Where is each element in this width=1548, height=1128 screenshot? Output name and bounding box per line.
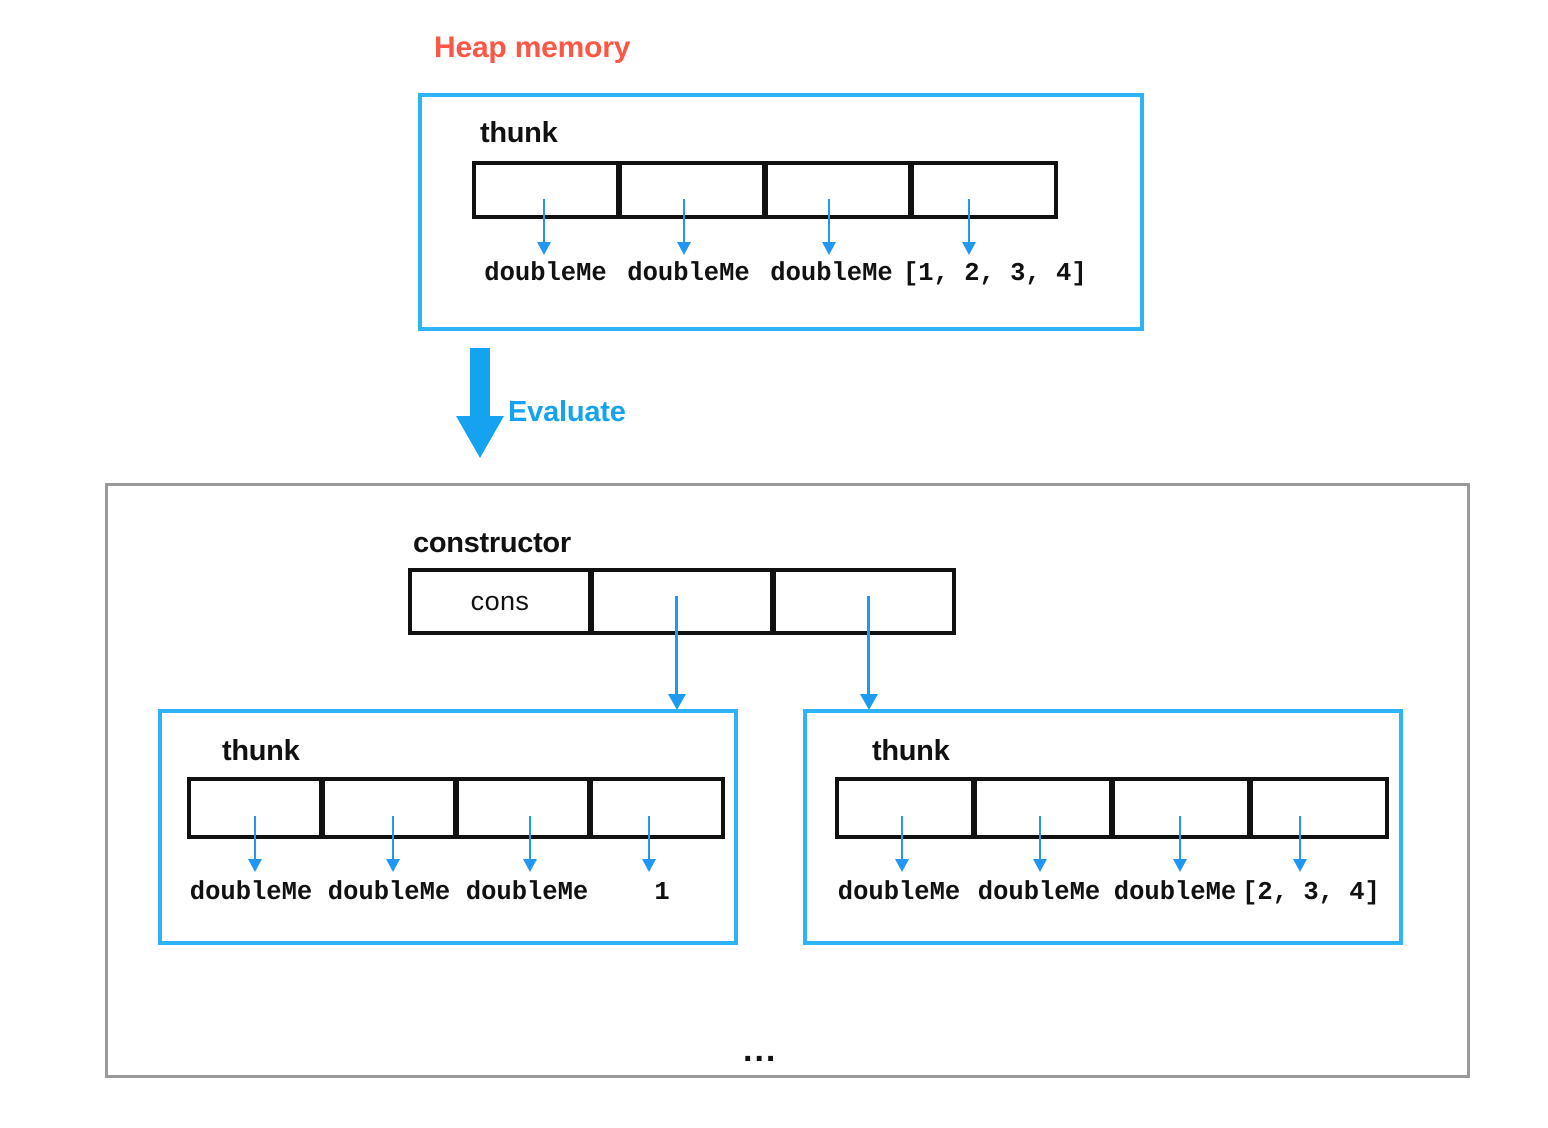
thunk-value: doubleMe — [627, 259, 750, 288]
pointer-arrow-icon — [523, 816, 537, 872]
evaluate-arrow-icon — [456, 348, 504, 458]
thunk-cell[interactable] — [910, 161, 1058, 219]
evaluate-label: Evaluate — [508, 396, 626, 428]
thunk-cell[interactable] — [835, 777, 975, 839]
thunk-values-left: doubleMe doubleMe doubleMe 1 — [182, 878, 728, 907]
constructor-cell[interactable] — [590, 568, 774, 635]
thunk-value: doubleMe — [837, 878, 961, 907]
constructor-cell[interactable] — [772, 568, 956, 635]
pointer-arrow-icon — [386, 816, 400, 872]
thunk-label-right: thunk — [872, 735, 950, 767]
pointer-arrow-icon — [1033, 816, 1047, 872]
heap-memory-box: thunk doubleMe doubleMe doubleMe [1, 2, … — [418, 93, 1144, 331]
constructor-label: constructor — [413, 527, 571, 559]
pointer-arrow-icon — [642, 816, 656, 872]
thunk-value: doubleMe — [977, 878, 1101, 907]
pointer-arrow-icon — [248, 816, 262, 872]
pointer-arrow-icon — [1173, 816, 1187, 872]
constructor-cell-cons[interactable]: cons — [408, 568, 592, 635]
thunk-cells-left — [187, 777, 725, 839]
pointer-arrow-icon — [895, 816, 909, 872]
pointer-arrow-icon — [962, 199, 976, 255]
heap-memory-title: Heap memory — [434, 31, 631, 64]
evaluated-heap-box: constructor cons thunk — [105, 483, 1470, 1078]
thunk-label-left: thunk — [222, 735, 300, 767]
thunk-cell[interactable] — [618, 161, 766, 219]
thunk-cell[interactable] — [973, 777, 1113, 839]
pointer-arrow-icon — [677, 199, 691, 255]
thunk-cells-top — [472, 161, 1058, 219]
thunk-cells-right — [835, 777, 1389, 839]
pointer-arrow-icon — [537, 199, 551, 255]
thunk-value: doubleMe — [1113, 878, 1237, 907]
thunk-box-left: thunk doubleMe doubleMe doubleMe 1 — [158, 709, 738, 945]
thunk-cell[interactable] — [455, 777, 591, 839]
thunk-label-top: thunk — [480, 117, 558, 149]
thunk-value: [1, 2, 3, 4] — [903, 259, 1087, 288]
pointer-arrow-icon — [1293, 816, 1307, 872]
thunk-value: doubleMe — [327, 878, 451, 907]
thunk-cell[interactable] — [1111, 777, 1251, 839]
thunk-value: [2, 3, 4] — [1242, 878, 1380, 907]
ellipsis-indicator: ... — [743, 1031, 778, 1069]
pointer-arrow-icon — [822, 199, 836, 255]
thunk-values-right: doubleMe doubleMe doubleMe [2, 3, 4] — [829, 878, 1381, 907]
thunk-value: 1 — [654, 878, 670, 907]
thunk-cell[interactable] — [472, 161, 620, 219]
thunk-box-right: thunk doubleMe doubleMe doubleMe [2, 3, … — [803, 709, 1403, 945]
thunk-cell[interactable] — [589, 777, 725, 839]
thunk-value: doubleMe — [770, 259, 893, 288]
thunk-value: doubleMe — [465, 878, 589, 907]
thunk-cell[interactable] — [1249, 777, 1389, 839]
constructor-cells: cons — [408, 568, 956, 635]
constructor-pointer-arrow-icon — [668, 596, 686, 710]
thunk-value: doubleMe — [484, 259, 607, 288]
thunk-values-top: doubleMe doubleMe doubleMe [1, 2, 3, 4] — [474, 259, 1086, 288]
constructor-cell-label: cons — [470, 586, 530, 616]
thunk-value: doubleMe — [189, 878, 313, 907]
thunk-cell[interactable] — [764, 161, 912, 219]
constructor-pointer-arrow-icon — [860, 596, 878, 710]
